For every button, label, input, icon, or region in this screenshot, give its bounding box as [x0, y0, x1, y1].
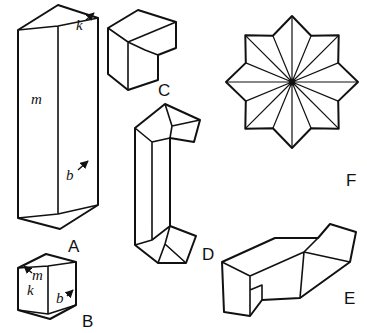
face-letter: k	[76, 18, 83, 33]
crystal-d	[135, 104, 200, 263]
crystal-a-edges	[18, 18, 98, 218]
crystal-e	[222, 224, 356, 316]
figure-letter: A	[68, 238, 79, 255]
crystal-d-edges	[135, 104, 200, 263]
figure-letter: C	[158, 82, 170, 99]
face-arrow	[24, 266, 32, 273]
crystal-f-edges	[226, 16, 358, 148]
crystal-b	[18, 254, 76, 319]
face-arrow	[78, 161, 88, 170]
crystal-f	[226, 16, 358, 148]
figure-letter: D	[202, 246, 214, 263]
face-letter: k	[27, 283, 34, 298]
crystal-a	[18, 5, 98, 229]
face-arrow	[86, 13, 94, 20]
face-letter: b	[66, 168, 74, 183]
crystal-b-edges	[18, 262, 76, 314]
face-letter: b	[56, 291, 64, 306]
crystal-c	[108, 10, 176, 90]
figure-letter: E	[344, 290, 355, 307]
figure-letter: F	[346, 172, 356, 189]
face-letter: m	[31, 92, 42, 107]
face-letter: m	[32, 268, 43, 283]
face-arrow	[67, 290, 73, 296]
figure-letter: B	[82, 313, 93, 330]
crystal-e-edges	[222, 238, 350, 316]
crystal-c-edges	[108, 22, 176, 90]
